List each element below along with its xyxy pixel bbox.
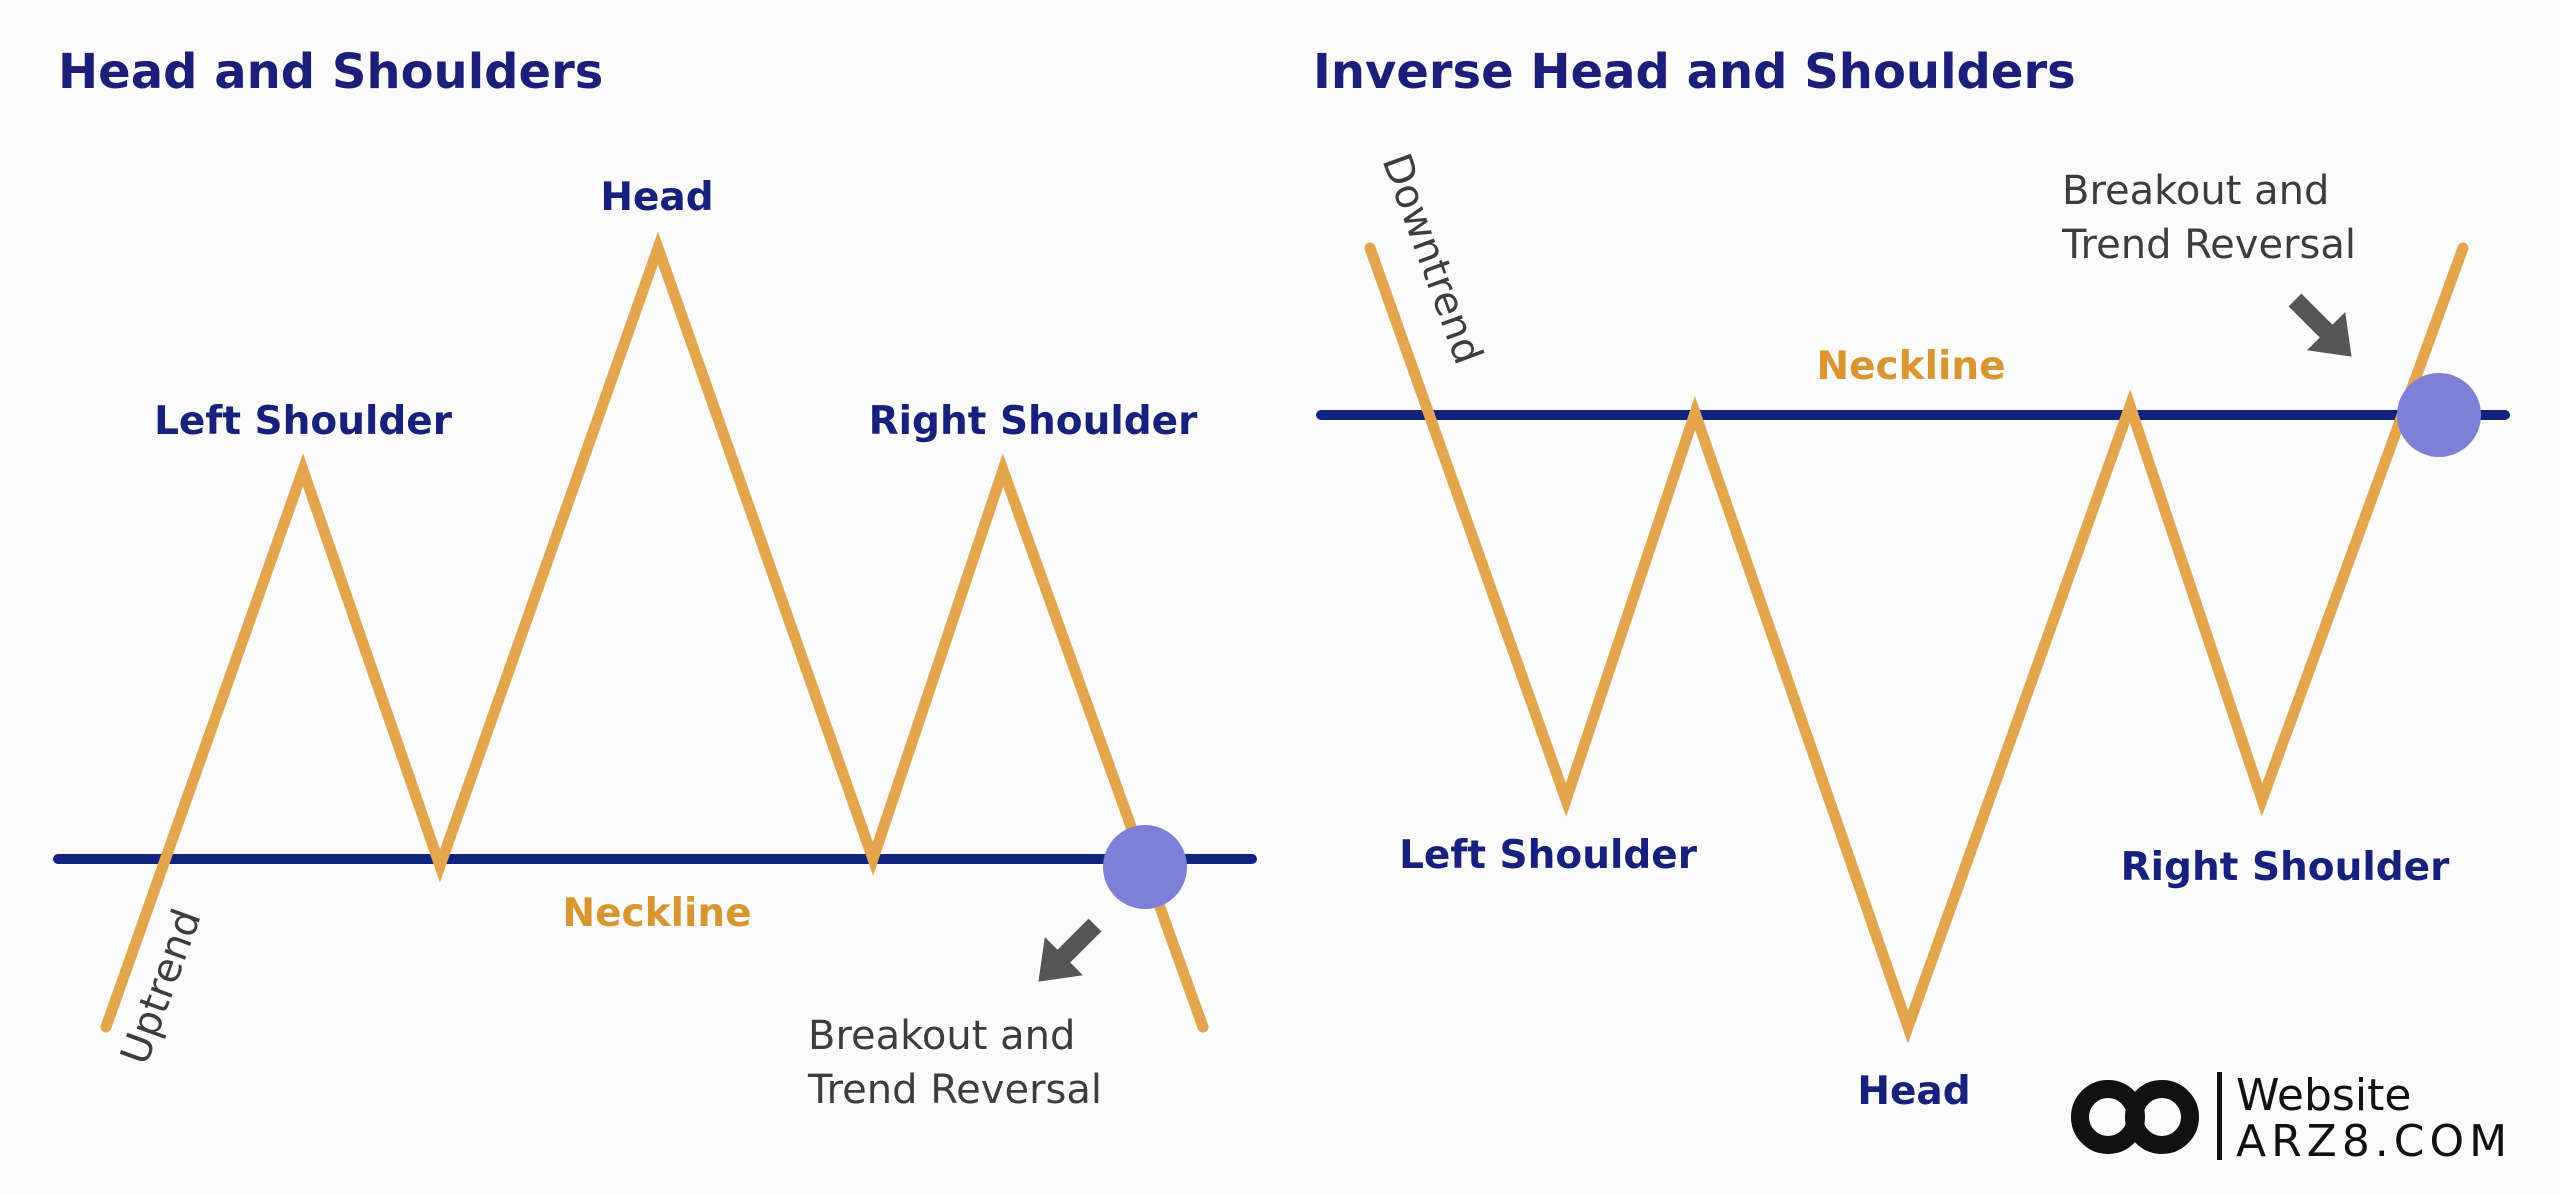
left-head-label: Head: [600, 175, 713, 220]
left-price-path: [100, 231, 1209, 1033]
left-right-shoulder-label: Right Shoulder: [869, 399, 1198, 444]
left-title: Head and Shoulders: [58, 44, 603, 100]
right-price-path: [1364, 242, 2469, 1044]
right-neckline-label: Neckline: [1816, 344, 2005, 389]
head-and-shoulders-panel: Head and Shoulders Head Left Shoulder Ri…: [53, 44, 1257, 1113]
right-left-shoulder-label: Left Shoulder: [1399, 833, 1698, 878]
inverse-head-and-shoulders-panel: Inverse Head and Shoulders Head Left Sho…: [1313, 44, 2510, 1114]
left-breakout-marker: [1103, 825, 1187, 909]
right-right-shoulder-label: Right Shoulder: [2121, 845, 2450, 890]
logo-text-line2: ARZ8.COM: [2236, 1116, 2512, 1167]
right-breakout-label-line1: Breakout and: [2062, 168, 2329, 214]
logo-divider: [2217, 1072, 2222, 1160]
left-left-shoulder-label: Left Shoulder: [154, 399, 453, 444]
logo: Website ARZ8.COM: [2071, 1070, 2512, 1167]
left-trend-label: Uptrend: [112, 903, 210, 1070]
right-head-label: Head: [1857, 1069, 1970, 1114]
left-arrow-icon: [1038, 918, 1102, 982]
right-breakout-label-line2: Trend Reversal: [2061, 222, 2356, 268]
right-title: Inverse Head and Shoulders: [1313, 44, 2076, 100]
right-arrow-icon: [2288, 293, 2352, 357]
left-breakout-label-line1: Breakout and: [808, 1013, 1075, 1059]
logo-mark-icon: [2071, 1080, 2199, 1154]
right-trend-label: Downtrend: [1373, 148, 1491, 370]
left-breakout-label-line2: Trend Reversal: [807, 1067, 1102, 1113]
right-breakout-marker: [2397, 373, 2481, 457]
logo-text-line1: Website: [2236, 1070, 2411, 1121]
left-neckline-label: Neckline: [562, 891, 751, 936]
